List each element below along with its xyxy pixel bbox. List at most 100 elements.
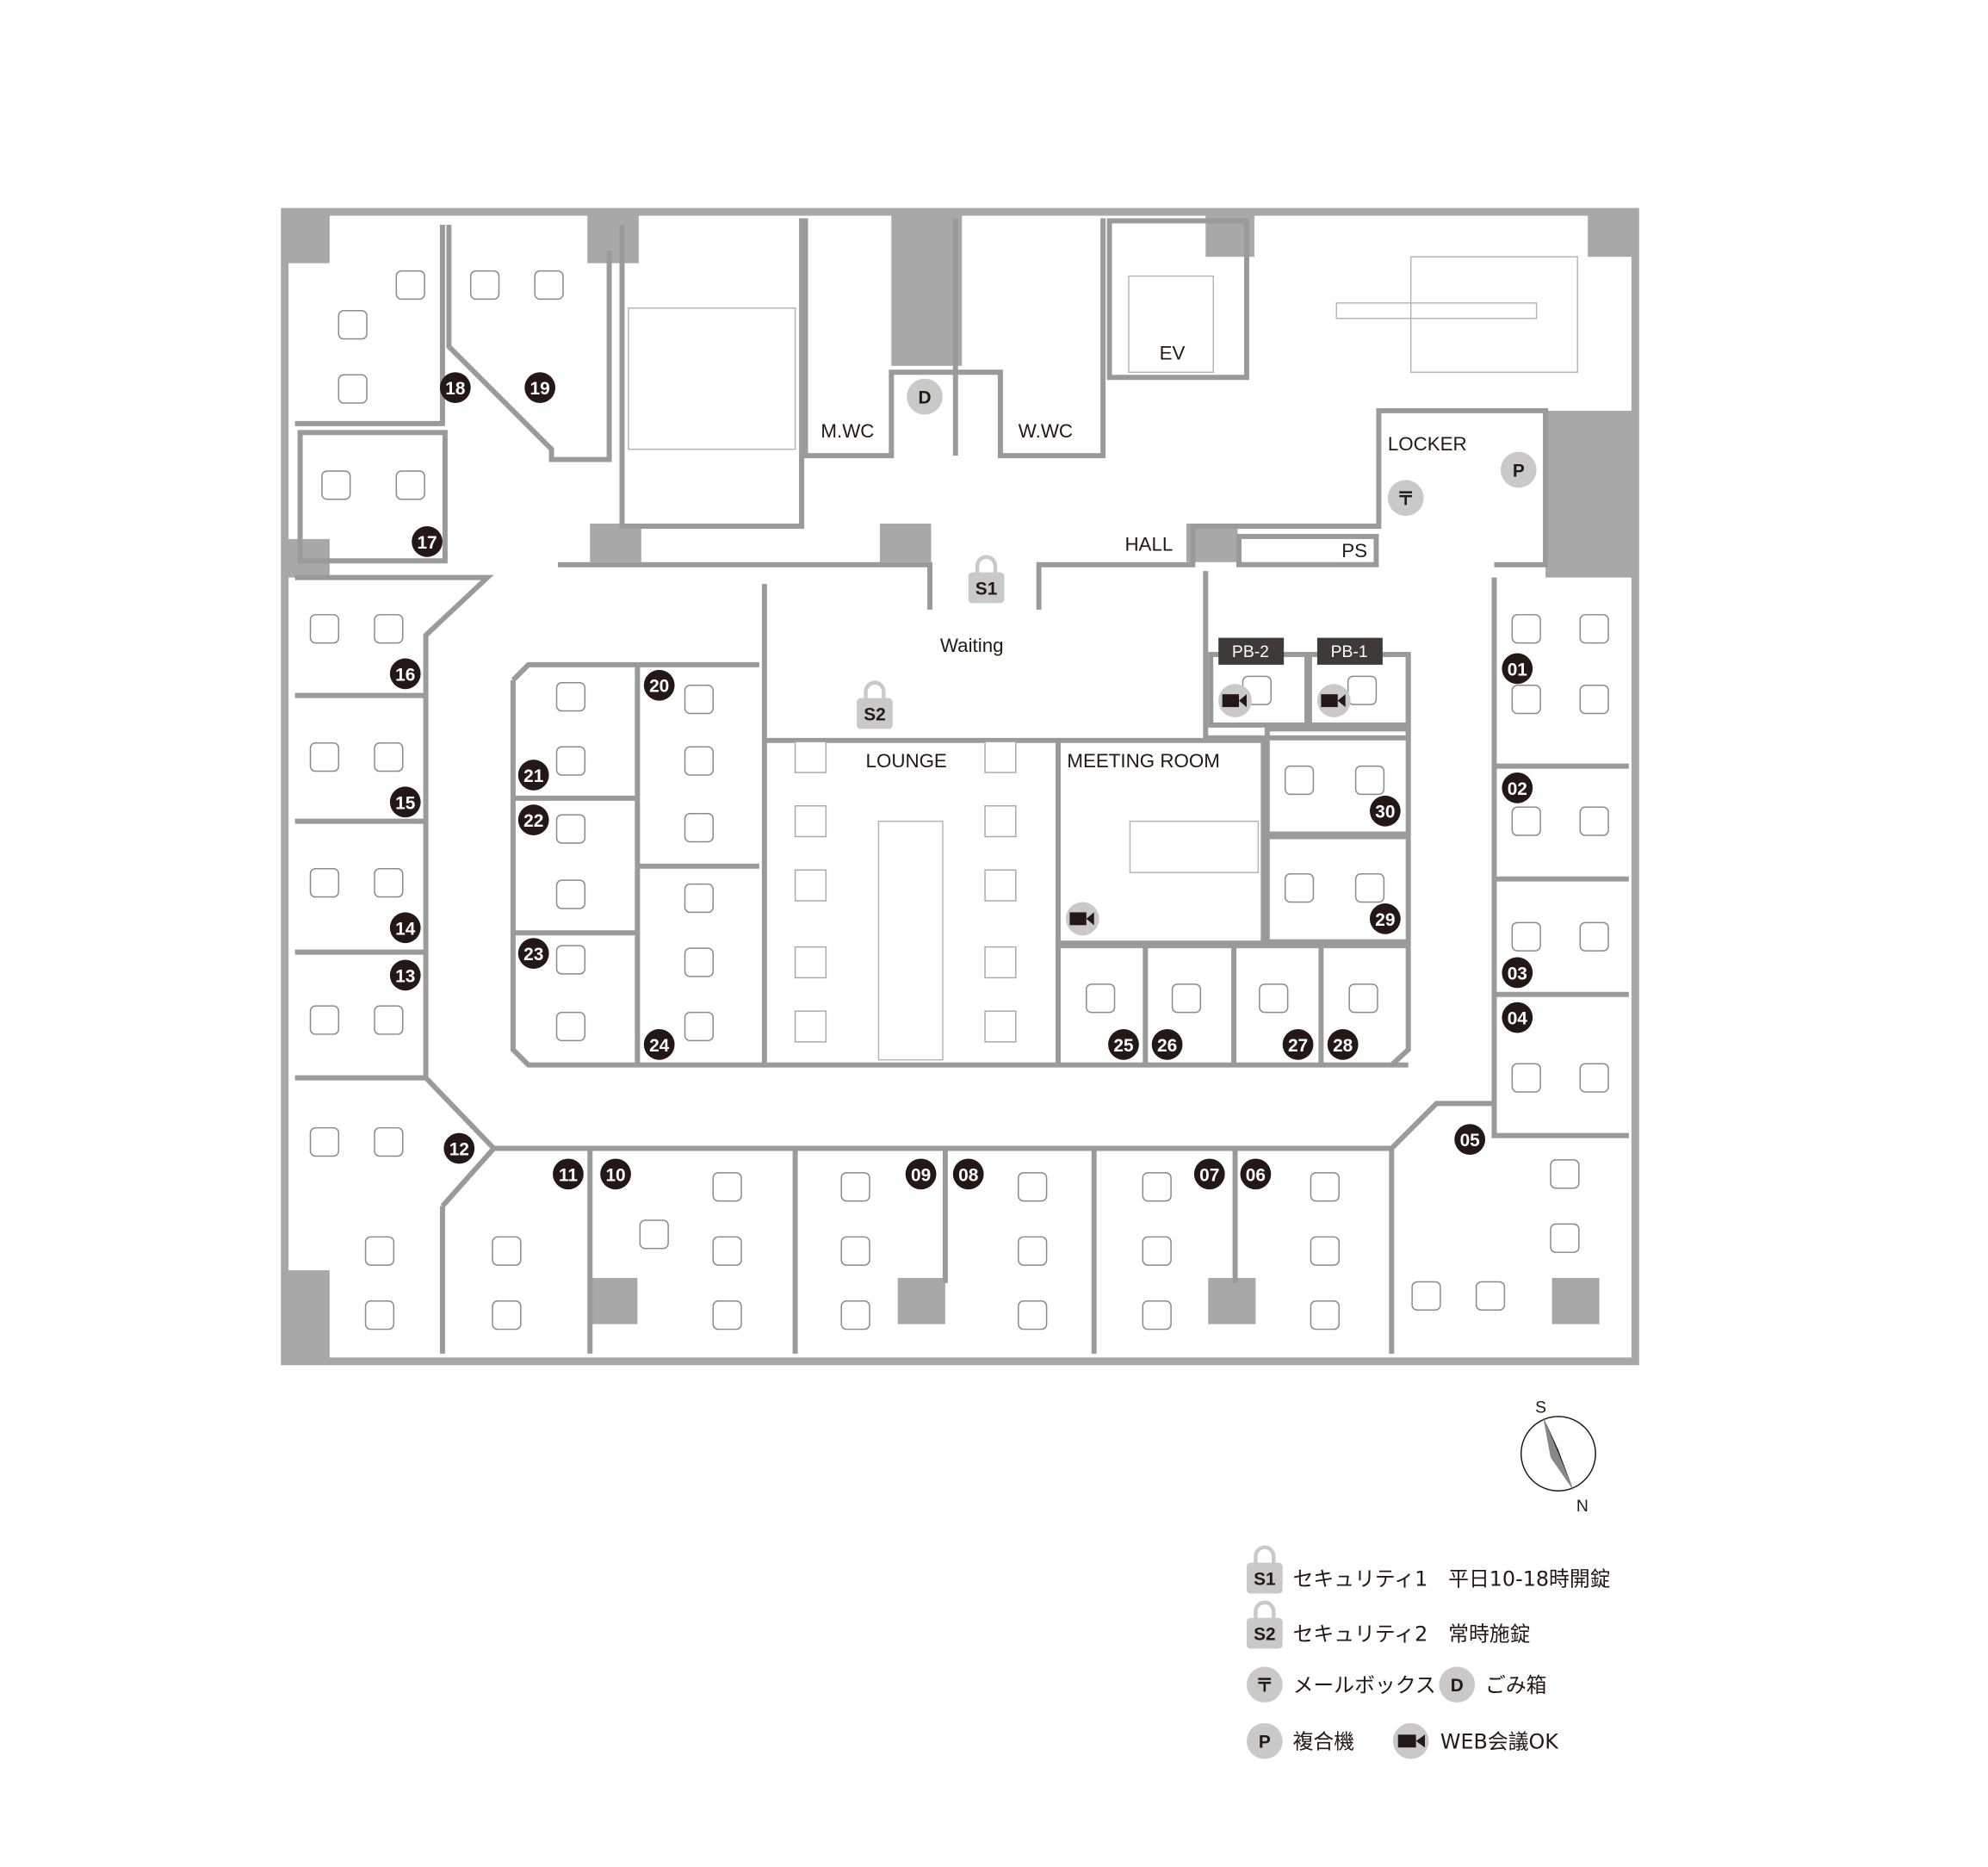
chair [364, 1300, 395, 1330]
marker-s2: S2 [864, 705, 886, 725]
chair [1310, 1300, 1340, 1330]
room-badge-26[interactable]: 26 [1151, 1028, 1183, 1060]
room-badge-13[interactable]: 13 [389, 959, 421, 991]
chair [1511, 685, 1541, 715]
room-badge-18[interactable]: 18 [439, 372, 471, 404]
room-badge-04[interactable]: 04 [1502, 1002, 1533, 1033]
room-badge-01[interactable]: 01 [1502, 653, 1533, 685]
legend-mailbox-icon: 〒 [1255, 1676, 1273, 1696]
chair [1018, 1300, 1048, 1330]
room-badge-10[interactable]: 10 [600, 1158, 631, 1190]
chair [555, 814, 586, 844]
legend-s1: S1 セキュリティ1 平日10-18時開錠 [1246, 1545, 1611, 1594]
chair [338, 374, 368, 404]
room-number: 16 [395, 665, 415, 685]
printer-icon: P [1500, 451, 1537, 488]
chair [712, 1300, 742, 1330]
room-badge-15[interactable]: 15 [389, 786, 421, 818]
lounge-seat [984, 741, 1017, 773]
legend-s2: S2 セキュリティ2 常時施錠 [1246, 1600, 1530, 1649]
room-badge-22[interactable]: 22 [517, 804, 549, 836]
room-badge-20[interactable]: 20 [643, 669, 675, 701]
marker-mailbox: 〒 [1397, 489, 1415, 509]
room-badge-03[interactable]: 03 [1502, 957, 1533, 989]
legend-mailbox: 〒 メールボックス [1246, 1666, 1436, 1703]
chair [374, 1005, 404, 1035]
label-locker: LOCKER [1388, 433, 1467, 455]
chair [1579, 614, 1609, 644]
room-number: 17 [417, 533, 437, 553]
room-badge-28[interactable]: 28 [1327, 1028, 1359, 1060]
walls [294, 218, 1629, 1354]
label-ps: PS [1341, 540, 1367, 561]
room-number: 12 [449, 1140, 469, 1160]
label-meeting-room: MEETING ROOM [1067, 750, 1219, 772]
chair [684, 746, 715, 776]
chair [1142, 1236, 1172, 1266]
room-badge-05[interactable]: 05 [1454, 1124, 1486, 1155]
label-hall: HALL [1124, 533, 1173, 555]
security-1-lock-icon: S1 [968, 555, 1005, 604]
room-number: 26 [1157, 1036, 1177, 1056]
video-camera-icon [1316, 684, 1351, 717]
lounge-seat [984, 805, 1017, 838]
room-number: 05 [1460, 1131, 1481, 1151]
room-number: 13 [395, 966, 415, 986]
room-badge-30[interactable]: 30 [1369, 795, 1401, 827]
chair [1511, 921, 1541, 952]
chair [555, 945, 586, 975]
chair [555, 682, 586, 712]
marker-printer: P [1513, 461, 1525, 481]
room-number: 06 [1246, 1165, 1266, 1185]
room-number: 02 [1508, 779, 1527, 799]
furniture [309, 270, 1609, 1330]
lounge-seat [794, 805, 827, 838]
room-badge-09[interactable]: 09 [905, 1158, 937, 1190]
room-badge-06[interactable]: 06 [1240, 1158, 1272, 1190]
chair [1310, 1236, 1340, 1266]
label-ev: EV [1160, 342, 1186, 363]
chair [1259, 983, 1289, 1014]
chair [684, 947, 715, 977]
chair [1018, 1172, 1048, 1202]
room-number: 29 [1375, 910, 1395, 930]
label-pb1: PB-1 [1331, 642, 1368, 661]
room-badge-14[interactable]: 14 [389, 912, 421, 944]
chair [309, 614, 340, 644]
chair [1354, 765, 1385, 796]
stairs [628, 256, 1579, 1061]
chair [1511, 1063, 1541, 1093]
room-number: 22 [523, 811, 543, 831]
room-badge-07[interactable]: 07 [1193, 1158, 1225, 1190]
room-badge-02[interactable]: 02 [1502, 772, 1533, 803]
room-badge-11[interactable]: 11 [553, 1158, 584, 1190]
chair [1579, 806, 1609, 836]
chair [374, 868, 404, 898]
legend-dust: D ごみ箱 [1439, 1666, 1547, 1703]
lounge-seat [794, 741, 827, 773]
chair [684, 812, 715, 843]
legend-dust-icon: D [1451, 1676, 1464, 1696]
room-number: 27 [1288, 1036, 1308, 1056]
room-number: 24 [649, 1036, 670, 1056]
chair [1142, 1172, 1172, 1202]
room-badge-19[interactable]: 19 [524, 372, 556, 404]
legend-s2-icon: S2 [1254, 1625, 1276, 1645]
chair [374, 742, 404, 772]
room-badge-08[interactable]: 08 [952, 1158, 984, 1190]
chair [338, 310, 368, 340]
chair [1142, 1300, 1172, 1330]
room-number: 04 [1508, 1009, 1528, 1029]
room-badge-23[interactable]: 23 [517, 938, 549, 969]
room-number: 21 [523, 766, 544, 786]
room-badge-24[interactable]: 24 [643, 1028, 675, 1060]
room-badge-29[interactable]: 29 [1369, 902, 1401, 934]
legend-dust-text: ごみ箱 [1485, 1673, 1546, 1697]
room-badge-16[interactable]: 16 [389, 658, 421, 690]
room-badge-12[interactable]: 12 [443, 1132, 475, 1164]
room-badge-27[interactable]: 27 [1282, 1028, 1314, 1060]
room-badge-21[interactable]: 21 [517, 760, 549, 791]
room-badge-17[interactable]: 17 [412, 526, 443, 557]
room-badge-25[interactable]: 25 [1108, 1028, 1139, 1060]
